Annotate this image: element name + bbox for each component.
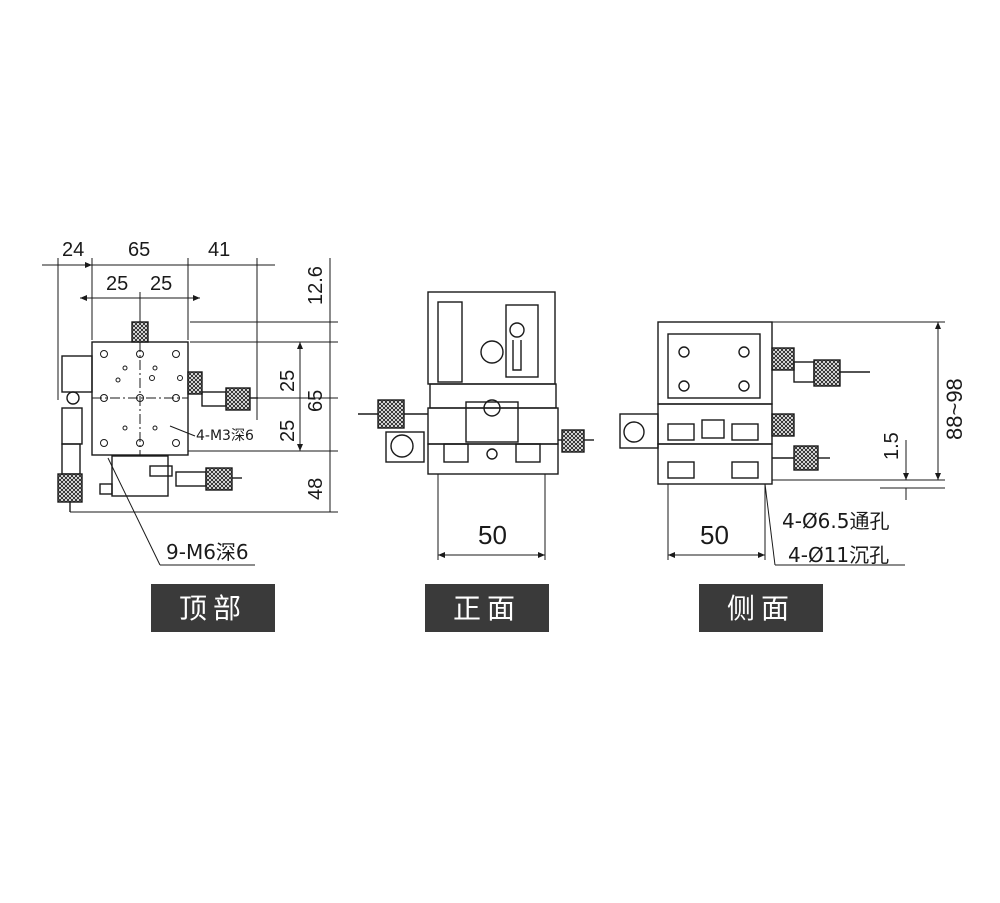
dim-24: 24	[62, 239, 84, 261]
dim-25-d: 25	[277, 420, 299, 442]
note-hole-counterbore: 4-Ø11沉孔	[788, 543, 889, 567]
top-dim-texts: 24 65 41 25 25 12.6 25 65 25 48	[62, 239, 327, 500]
note-m3: 4-M3深6	[196, 428, 254, 444]
top-notes: 4-M3深6 9-M6深6	[166, 428, 254, 564]
note-hole-through: 4-Ø6.5通孔	[782, 509, 890, 533]
label-side-bg	[699, 584, 823, 632]
side-dim-1-5: 1.5	[881, 432, 903, 460]
dim-25-b: 25	[150, 273, 172, 295]
dim-25-c: 25	[277, 370, 299, 392]
dim-65-right: 65	[305, 390, 327, 412]
top-dim-right	[70, 258, 338, 513]
label-front: 正面	[453, 592, 521, 625]
label-top: 顶部	[179, 592, 247, 625]
label-front-bg	[425, 584, 549, 632]
top-holes	[100, 350, 183, 447]
label-top-bg	[151, 584, 275, 632]
label-side: 侧面	[727, 592, 795, 625]
view-labels: 顶部 正面 侧面	[151, 584, 823, 632]
front-view	[358, 291, 594, 560]
dim-48: 48	[305, 478, 327, 500]
note-m6: 9-M6深6	[166, 540, 249, 564]
dim-12-6: 12.6	[305, 266, 327, 305]
dim-41: 41	[208, 239, 230, 261]
side-dim-texts: 50 88~98 1.5 4-Ø6.5通孔 4-Ø11沉孔	[700, 378, 967, 567]
top-dim-chain	[42, 258, 275, 420]
side-view	[619, 321, 945, 566]
side-dim-50: 50	[700, 520, 729, 550]
dim-65-top: 65	[128, 239, 150, 261]
top-view	[42, 258, 338, 566]
front-dim-50: 50	[478, 520, 507, 550]
side-dim-88-98: 88~98	[942, 378, 967, 440]
dim-25-a: 25	[106, 273, 128, 295]
